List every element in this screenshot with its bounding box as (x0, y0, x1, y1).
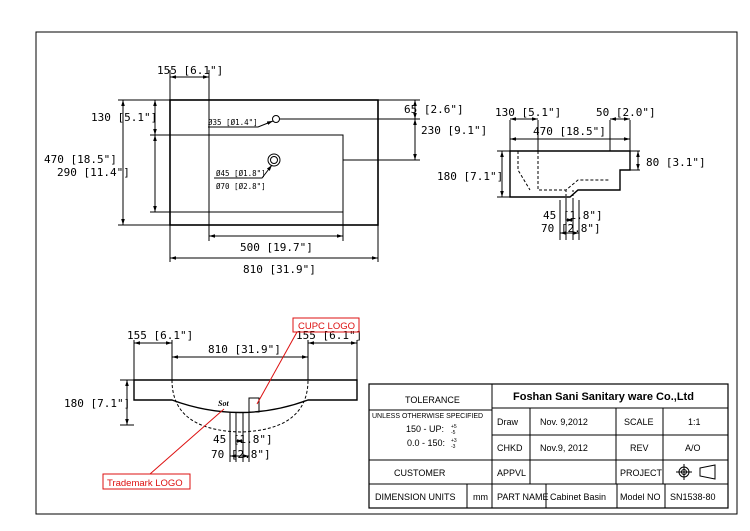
scale-value: 1:1 (688, 417, 701, 427)
dim-top-470: 470 [18.5"] (44, 153, 117, 166)
part-name-label: PART NAME (497, 492, 549, 502)
tol2-label: 0.0 - 150: (407, 438, 445, 448)
model-value: SN1538-80 (670, 492, 716, 502)
trademark-logo-box (102, 473, 191, 490)
dim-side-470: 470 [18.5"] (533, 125, 606, 138)
tol1-plus: +5 (451, 424, 457, 430)
faucet-hole-label: Ø35 [Ø1.4"] (208, 118, 258, 127)
top-view-outline (169, 99, 379, 226)
dim-front-70: 70 [2.8"] (211, 448, 271, 461)
front-view-labels: 155 [6.1"] 810 [31.9"] 155 [6.1"] 180 [7… (64, 329, 362, 461)
appvl-label: APPVL (497, 468, 526, 478)
dim-front-155-left: 155 [6.1"] (127, 329, 193, 342)
draw-date: Nov. 9,2012 (540, 417, 588, 427)
dim-top-65: 65 [2.6"] (404, 103, 464, 116)
dim-side-180: 180 [7.1"] (437, 170, 503, 183)
top-view-labels: 155 [6.1"] 130 [5.1"] 470 [18.5"] 290 [1… (44, 64, 487, 276)
side-view (497, 117, 640, 240)
chkd-label: CHKD (497, 443, 523, 453)
model-label: Model NO (620, 492, 661, 502)
top-view (118, 70, 420, 262)
drain-inner (270, 156, 278, 164)
rev-label: REV (630, 443, 649, 453)
projection-label: PROJECT (620, 468, 663, 478)
chkd-date: Nov.9, 2012 (540, 443, 588, 453)
side-view-labels: 130 [5.1"] 50 [2.0"] 470 [18.5"] 80 [3.1… (437, 106, 706, 235)
dim-front-810: 810 [31.9"] (208, 343, 281, 356)
drain-label-45: Ø45 [Ø1.8"] (216, 169, 266, 178)
dim-top-810: 810 [31.9"] (243, 263, 316, 276)
rev-value: A/O (685, 443, 701, 453)
part-name-value: Cabinet Basin (550, 492, 606, 502)
tol2-minus: -3 (451, 444, 456, 450)
dim-side-70: 70 [2.8"] (541, 222, 601, 235)
drain-label-70: Ø70 [Ø2.8"] (216, 182, 266, 191)
side-view-outline (509, 150, 631, 198)
dim-side-45: 45 [1.8"] (543, 209, 603, 222)
tol1-minus: -5 (451, 430, 456, 436)
customer-label: CUSTOMER (394, 468, 446, 478)
dim-top-130: 130 [5.1"] (91, 111, 157, 124)
dim-units-label: DIMENSION UNITS (375, 492, 456, 502)
scale-label: SCALE (624, 417, 654, 427)
unless-label: UNLESS OTHERWISE SPECIFIED (372, 413, 483, 420)
front-view-drain-box (248, 397, 260, 413)
dim-front-45: 45 [1.8"] (213, 433, 273, 446)
tol1-label: 150 - UP: (406, 424, 444, 434)
draw-label: Draw (497, 417, 519, 427)
company-name: Foshan Sani Sanitary ware Co.,Ltd (513, 391, 694, 403)
callouts (102, 317, 360, 490)
tol2-plus: +3 (451, 438, 457, 444)
cupc-logo-label: CUPC LOGO (298, 321, 355, 332)
tolerance-label: TOLERANCE (405, 395, 460, 405)
dim-top-290: 290 [11.4"] (57, 166, 130, 179)
dim-units-value: mm (473, 492, 488, 502)
dim-top-500: 500 [19.7"] (240, 241, 313, 254)
dim-front-180: 180 [7.1"] (64, 397, 130, 410)
drain-outer (267, 153, 281, 167)
cupc-logo-box (292, 317, 360, 333)
dim-top-230: 230 [9.1"] (421, 124, 487, 137)
dim-side-50: 50 [2.0"] (596, 106, 656, 119)
dim-side-80: 80 [3.1"] (646, 156, 706, 169)
dim-side-130: 130 [5.1"] (495, 106, 561, 119)
front-view-outline (133, 379, 358, 414)
faucet-hole (272, 115, 280, 123)
side-view-hidden-bowl (537, 151, 610, 191)
trademark-logo-label: Trademark LOGO (107, 478, 183, 489)
top-view-hole-labels: Ø35 [Ø1.4"] Ø45 [Ø1.8"] Ø70 [Ø2.8"] (208, 118, 266, 191)
top-view-bowl (208, 134, 344, 213)
front-view-hidden-bowl (171, 379, 309, 433)
title-block-text: TOLERANCE UNLESS OTHERWISE SPECIFIED 150… (372, 391, 716, 502)
dim-top-155: 155 [6.1"] (157, 64, 223, 77)
cupc-leader (256, 331, 298, 405)
trademark-leader (149, 408, 225, 475)
sot-logo: Sot (218, 399, 229, 408)
sheet-border (35, 31, 738, 515)
title-block (368, 383, 729, 509)
front-view (120, 340, 358, 462)
